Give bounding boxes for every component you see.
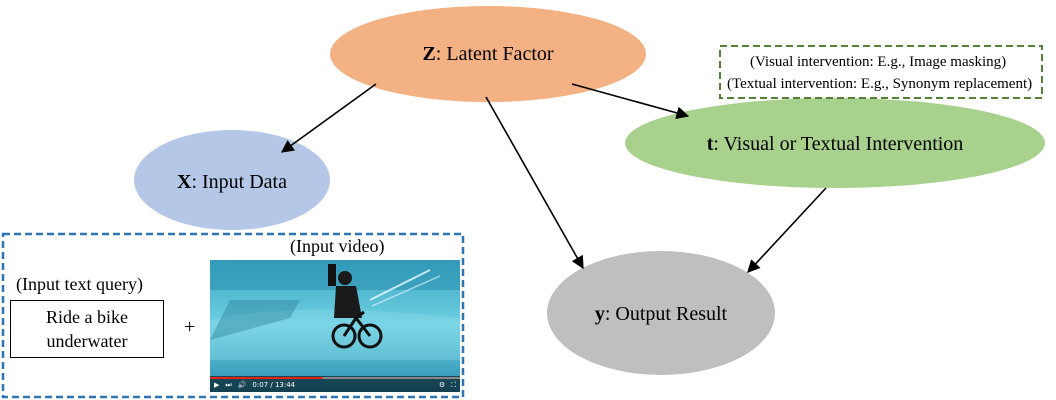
edge-z-to-x xyxy=(280,83,377,153)
next-icon[interactable]: ⏭ xyxy=(225,380,232,389)
latent-factor-symbol: Z xyxy=(422,42,436,65)
input-text-query-box: Ride a bike underwater xyxy=(10,300,164,358)
intervention-symbol: t xyxy=(706,132,714,155)
plus-sign: + xyxy=(184,316,196,338)
latent-factor-text: : Latent Factor xyxy=(435,42,554,65)
settings-icon[interactable]: ⚙ xyxy=(438,381,446,389)
output-result-symbol: y xyxy=(594,302,605,325)
latent-factor-node xyxy=(330,6,646,102)
video-control-bar: ▶ ⏭ 🔊 0:07 / 13:44 ⚙ ⛶ xyxy=(210,378,460,392)
input-data-label: X: Input Data xyxy=(134,162,330,202)
intervention-node xyxy=(625,98,1045,188)
textual-intervention-example: (Textual intervention: E.g., Synonym rep… xyxy=(727,76,1033,92)
input-data-symbol: X xyxy=(177,170,192,193)
output-result-node xyxy=(547,251,775,375)
volume-icon[interactable]: 🔊 xyxy=(237,381,247,389)
input-video-frame xyxy=(210,260,460,392)
output-result-label: y: Output Result xyxy=(547,294,775,334)
edge-z-to-y xyxy=(485,96,584,270)
fullscreen-icon[interactable]: ⛶ xyxy=(451,380,456,389)
visual-intervention-example: (Visual intervention: E.g., Image maskin… xyxy=(750,54,1007,70)
intervention-text: : Visual or Textual Intervention xyxy=(713,132,964,155)
input-data-text: : Input Data xyxy=(191,170,287,193)
input-data-node xyxy=(134,130,330,230)
output-result-text: : Output Result xyxy=(604,302,728,325)
play-icon[interactable]: ▶ xyxy=(214,381,220,389)
video-progress-track[interactable] xyxy=(210,377,460,379)
intervention-examples-box xyxy=(719,45,1043,99)
input-text-query-caption: (Input text query) xyxy=(16,274,143,294)
input-video-caption: (Input video) xyxy=(290,236,385,256)
edge-z-to-t xyxy=(571,83,690,120)
video-progress-fill xyxy=(210,377,323,379)
intervention-label: t: Visual or Textual Intervention xyxy=(625,124,1045,164)
input-panel-box xyxy=(1,232,465,399)
query-line-1: Ride a bike xyxy=(46,307,128,327)
query-line-2: underwater xyxy=(46,331,128,351)
video-time: 0:07 / 13:44 xyxy=(252,381,296,389)
edge-t-to-y xyxy=(747,187,827,273)
latent-factor-label: Z: Latent Factor xyxy=(330,34,646,74)
